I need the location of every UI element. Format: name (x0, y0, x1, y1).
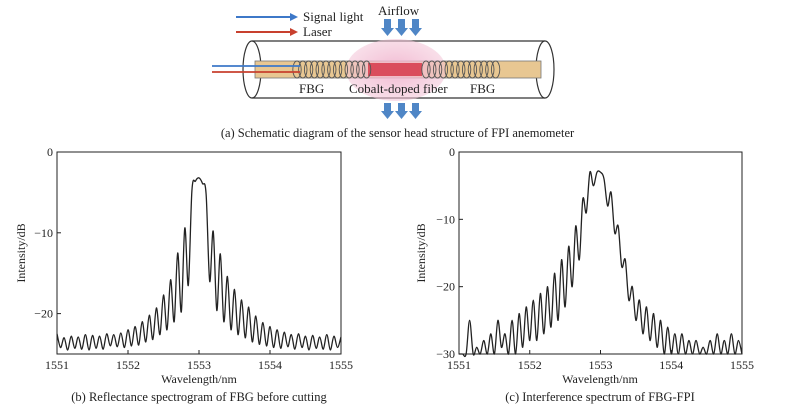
fbg-left-grating (292, 60, 372, 79)
cobalt-doped-section (368, 63, 422, 76)
x-tick-label: 1554 (659, 358, 683, 372)
ylabel-b: Intensity/dB (14, 223, 28, 282)
x-tick-label: 1555 (730, 358, 754, 372)
y-tick-label: −20 (436, 280, 455, 294)
caption-b: (b) Reflectance spectrogram of FBG befor… (71, 390, 327, 404)
airflow-arrows-bottom (381, 103, 422, 119)
y-tick-label: −10 (436, 212, 455, 226)
grating-ring (479, 60, 489, 79)
y-tick-label: −20 (34, 307, 53, 321)
signal-light-arrowhead (290, 13, 298, 21)
x-tick-label: 1553 (589, 358, 613, 372)
sensor-schematic: Signal light Laser Airflow (212, 3, 575, 140)
cobalt-doped-label: Cobalt-doped fiber (349, 81, 448, 96)
grating-ring (427, 60, 437, 79)
grating-ring (421, 60, 431, 79)
grating-ring (292, 60, 302, 79)
grating-ring (332, 60, 343, 79)
grating-ring (432, 60, 443, 79)
grating-ring (298, 60, 308, 79)
airflow-arrows (381, 19, 422, 36)
y-tick-label: 0 (47, 145, 53, 159)
chart-fbg-reflectance: 1551 1552 1553 1554 1555 0 −10 −20 Wavelength/n… (14, 145, 353, 404)
y-tick-label: −30 (436, 347, 455, 361)
xlabel-c: Wavelength/nm (562, 372, 638, 386)
grating-ring (344, 60, 354, 79)
x-tick-label: 1553 (187, 358, 211, 372)
grating-ring (444, 60, 454, 79)
grating-ring (303, 60, 314, 79)
plot-frame-b (56, 151, 342, 355)
series-line-c (458, 170, 743, 358)
signal-light-label: Signal light (303, 9, 364, 24)
xlabel-b: Wavelength/nm (161, 372, 237, 386)
y-tick-label: −10 (34, 226, 53, 240)
caption-a: (a) Schematic diagram of the sensor head… (221, 126, 575, 140)
ylabel-c: Intensity/dB (414, 223, 428, 282)
grating-ring (321, 60, 331, 79)
fbg-left-label: FBG (299, 81, 324, 96)
plot-frame-c (458, 151, 743, 355)
grating-ring (485, 60, 495, 79)
grating-ring (456, 60, 466, 79)
grating-ring (467, 60, 478, 79)
fbg-right-label: FBG (470, 81, 495, 96)
grating-ring (490, 60, 501, 79)
grating-ring (327, 60, 337, 79)
airflow-label: Airflow (378, 3, 420, 18)
grating-ring (361, 60, 372, 79)
x-tick-label: 1552 (116, 358, 140, 372)
grating-ring (461, 60, 472, 79)
x-tick-label: 1551 (447, 358, 471, 372)
laser-label: Laser (303, 24, 333, 39)
x-tick-label: 1551 (45, 358, 69, 372)
grating-ring (350, 60, 360, 79)
grating-ring (315, 60, 325, 79)
grating-ring (438, 60, 449, 79)
chart-fbg-fpi-interference: 1551 1552 1553 1554 1555 0 −10 −20 −30 Wavelengt… (414, 145, 754, 404)
x-tick-label: 1552 (518, 358, 542, 372)
laser-arrowhead (290, 28, 298, 36)
grating-ring (473, 60, 483, 79)
x-tick-label: 1555 (329, 358, 353, 372)
x-tick-label: 1554 (258, 358, 282, 372)
grating-ring (356, 60, 366, 79)
grating-ring (309, 60, 320, 79)
caption-c: (c) Interference spectrum of FBG-FPI (505, 390, 695, 404)
y-tick-label: 0 (449, 145, 455, 159)
grating-ring (338, 60, 349, 79)
grating-ring (450, 60, 460, 79)
series-line-b (56, 177, 342, 351)
fbg-right-grating (421, 60, 501, 79)
